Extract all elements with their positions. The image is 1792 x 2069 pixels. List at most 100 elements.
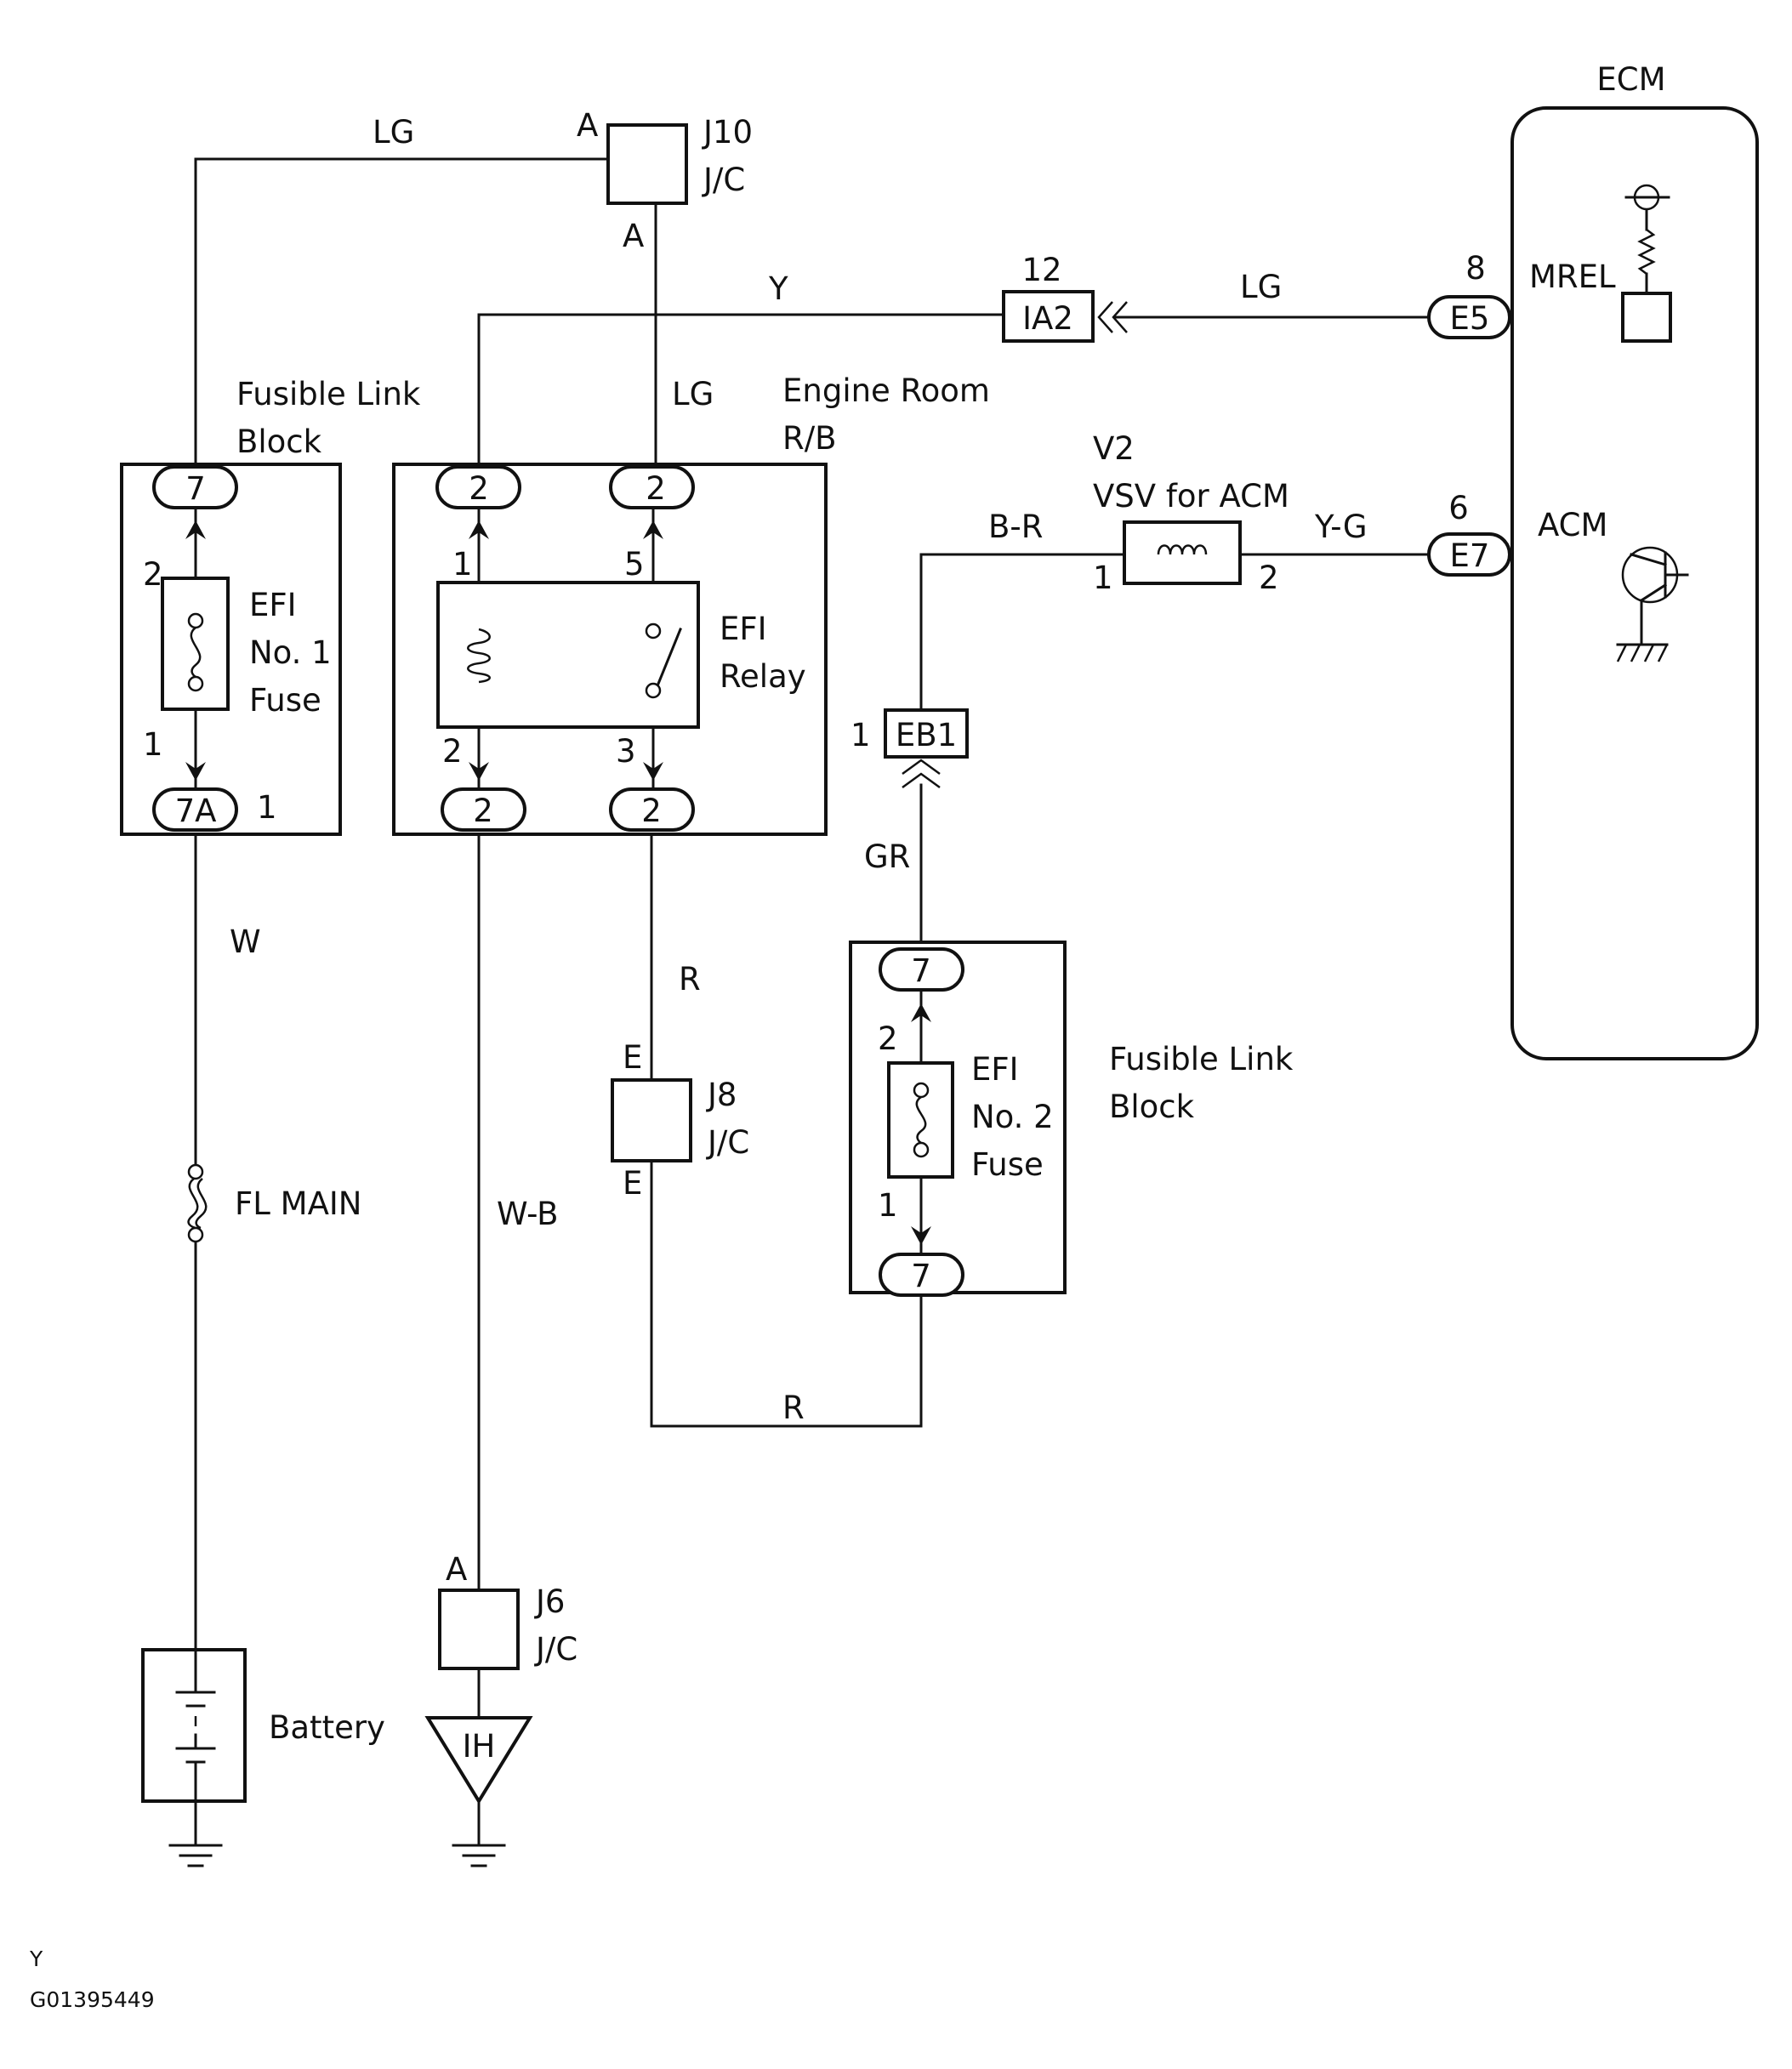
fusible-link-block-1-label-line1: Fusible Link [236, 376, 421, 412]
wire-label-gr: GR [864, 838, 910, 875]
relay-switch-icon [657, 628, 682, 685]
efi-no2-fuse-pin-top: 2 [878, 1020, 898, 1057]
wire-labels: LG Y LG LG B-R Y-G GR W R R W-B [230, 114, 1368, 1426]
j10-type: J/C [702, 162, 745, 198]
fusible-link-block-2: Fusible Link Block 7 7 2 1 EFI No. 2 Fus… [849, 941, 1294, 1297]
efi-relay-pin1: 1 [452, 546, 473, 583]
engine-room-rb-top-left-connector-label: 2 [469, 470, 489, 507]
ecm: ECM E5 8 MREL E7 6 ACM [1427, 61, 1759, 1060]
ecm-connector-e5 [1427, 295, 1511, 339]
efi-no1-fuse-terminal-bottom [187, 675, 204, 692]
battery-ground-icon [168, 1844, 223, 1867]
efi-relay-pin2: 2 [442, 733, 463, 770]
footer-line2: G01395449 [30, 1987, 155, 2012]
engine-room-rb-bottom-right-connector-label: 2 [641, 793, 662, 829]
efi-no1-fuse-pin-top: 2 [143, 556, 163, 593]
ia2-chevron-2 [1112, 301, 1128, 333]
wire-lg-top [194, 157, 652, 485]
efi-no2-fuse-label-line2: No. 2 [971, 1099, 1054, 1135]
efi-no1-fuse-label-line3: Fuse [249, 682, 321, 719]
efi-relay-pin3: 3 [616, 733, 636, 770]
j8-type: J/C [706, 1124, 749, 1161]
j8-name: J8 [706, 1077, 737, 1113]
wire-label-r-bottom: R [782, 1390, 805, 1426]
efi-no2-fuse-pin-bottom: 1 [878, 1187, 898, 1224]
junction-connector-j10: A A J10 J/C [577, 107, 753, 254]
engine-room-rb-label-line1: Engine Room [782, 372, 990, 409]
engine-room-relay-block: Engine Room R/B 2 2 2 2 1 5 2 3 EFI Rela… [392, 372, 990, 836]
efi-no1-fuse-pin-bottom: 1 [143, 726, 163, 763]
efi-relay-label-line2: Relay [720, 658, 806, 695]
footer-line1: Y [29, 1947, 43, 1971]
efi-no1-fuse-label-line1: EFI [249, 587, 297, 623]
fusible-link-block-1-bottom-pin: 1 [257, 789, 277, 826]
fusible-link-block-2-label-line1: Fusible Link [1109, 1041, 1294, 1077]
ia2-box [1002, 290, 1095, 343]
efi-no1-fuse-label-line2: No. 1 [249, 634, 332, 671]
ground-point-ih-label: IH [463, 1728, 496, 1765]
fusible-link-block-1-box [120, 463, 342, 836]
ecm-ground-icon [1616, 643, 1669, 662]
j6-type: J/C [534, 1631, 577, 1668]
j8-pin-bottom: E [623, 1165, 642, 1202]
relay-coil-icon [467, 628, 491, 684]
ia2-chevron-1 [1097, 301, 1113, 333]
eb1-box [884, 708, 969, 759]
battery-box [141, 1648, 247, 1803]
eb1-name: EB1 [896, 717, 957, 753]
wire-r-bottom [650, 1159, 923, 1428]
ground-point-ih-triangle [424, 1716, 533, 1805]
wire-label-b-r: B-R [988, 509, 1043, 545]
coil-icon [1157, 544, 1208, 555]
wire-label-lg-mid: LG [672, 376, 714, 412]
efi-no2-fuse-terminal-top [913, 1082, 930, 1099]
ecm-acm-pin: 6 [1448, 490, 1469, 526]
fusible-link-icon-outline [195, 1178, 208, 1230]
fusible-link-icon [187, 1178, 199, 1230]
j6-pin-top: A [446, 1551, 467, 1588]
ecm-box [1510, 106, 1759, 1060]
ia2-name: IA2 [1022, 300, 1073, 337]
j6-name: J6 [534, 1583, 565, 1620]
fusible-link-block-1-label-line2: Block [236, 423, 322, 460]
j10-pin-bottom: A [623, 218, 644, 254]
ecm-mrel-pin: 8 [1465, 250, 1486, 287]
ecm-connector-e7-label: E7 [1450, 537, 1490, 574]
wire-label-w: W [230, 924, 261, 960]
wire-label-r-vertical: R [679, 961, 701, 998]
wire-label-y-g: Y-G [1314, 509, 1368, 545]
wire-label-lg-top: LG [373, 114, 414, 151]
junction-connector-j8: E E J8 J/C [611, 1039, 749, 1202]
ia2-pin: 12 [1021, 252, 1061, 288]
resistor-icon [1637, 229, 1656, 275]
fl-main-fusible-link: FL MAIN [184, 1163, 361, 1243]
j6-box [438, 1589, 520, 1670]
vsv-code: V2 [1093, 430, 1135, 467]
j10-name: J10 [702, 114, 753, 151]
vsv-for-acm: V2 VSV for ACM 1 2 [1093, 430, 1289, 596]
fusible-link-block-1-bottom-connector-label: 7A [175, 793, 217, 829]
fuse-icon [915, 1095, 927, 1145]
battery-label: Battery [269, 1709, 385, 1746]
wire-b-r [919, 553, 1126, 712]
wire-y [477, 313, 1005, 475]
junction-connector-j6: A J6 J/C [438, 1551, 577, 1670]
wire-label-lg-ecm: LG [1240, 269, 1282, 305]
ecm-acm-label: ACM [1538, 507, 1607, 543]
efi-no2-fuse-label-line1: EFI [971, 1051, 1019, 1088]
eb1-pin: 1 [850, 717, 871, 753]
fusible-link-block-2-top-connector-label: 7 [911, 952, 931, 989]
footer: Y G01395449 [29, 1947, 155, 2012]
ecm-connector-e5-label: E5 [1450, 300, 1490, 337]
fl-main-terminal-top [187, 1163, 204, 1180]
wire-label-w-b: W-B [497, 1196, 559, 1232]
fusible-link-block-2-box [849, 941, 1067, 1294]
vsv-name: VSV for ACM [1093, 478, 1289, 514]
relay-contact-top [645, 622, 662, 639]
j10-pin-top: A [577, 107, 598, 144]
efi-no1-fuse-terminal-top [187, 612, 204, 629]
ecm-title: ECM [1596, 61, 1665, 98]
connector-ia2: IA2 12 [1002, 252, 1128, 343]
fusible-link-block-2-bottom-connector-label: 7 [911, 1258, 931, 1294]
